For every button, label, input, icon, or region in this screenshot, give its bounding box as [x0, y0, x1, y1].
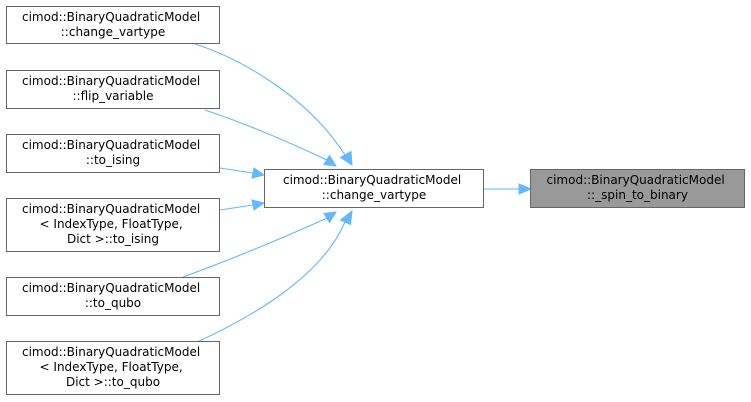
arrowhead-icon	[251, 167, 266, 179]
node-box	[264, 169, 484, 208]
edge-caller-1-to-middle	[194, 43, 346, 156]
node-line: Dict >::to_qubo	[66, 375, 160, 389]
node-box	[6, 70, 220, 109]
edge-caller-5-to-middle	[182, 217, 328, 278]
node-line: ::change_vartype	[61, 25, 165, 39]
node-line: < IndexType, FloatType,	[40, 360, 183, 374]
caller-node-4[interactable]: cimod::BinaryQuadraticModel < IndexType,…	[6, 198, 220, 252]
edge-caller-3-to-middle	[219, 167, 254, 174]
edges	[182, 43, 533, 344]
node-line: cimod::BinaryQuadraticModel	[22, 138, 200, 152]
caller-node-3[interactable]: cimod::BinaryQuadraticModel ::to_ising	[6, 134, 220, 173]
node-line: cimod::BinaryQuadraticModel	[22, 281, 200, 295]
node-line: cimod::BinaryQuadraticModel	[22, 345, 200, 359]
node-line: cimod::BinaryQuadraticModel	[22, 74, 200, 88]
node-line: ::_spin_to_binary	[587, 188, 688, 202]
svg-text:cimod::BinaryQuadraticModel: cimod::BinaryQuadraticModel ::to_qubo	[22, 281, 204, 310]
edge-caller-2-to-middle	[204, 109, 328, 161]
arrowhead-icon	[339, 150, 353, 166]
node-line: < IndexType, FloatType,	[40, 217, 183, 231]
arrowhead-icon	[251, 199, 266, 211]
caller-node-2[interactable]: cimod::BinaryQuadraticModel ::flip_varia…	[6, 70, 220, 109]
middle-node[interactable]: cimod::BinaryQuadraticModel ::change_var…	[264, 169, 484, 208]
node-line: cimod::BinaryQuadraticModel	[22, 202, 200, 216]
caller-node-5[interactable]: cimod::BinaryQuadraticModel ::to_qubo	[6, 277, 220, 316]
svg-text:cimod::BinaryQuadraticModel: cimod::BinaryQuadraticModel ::flip_varia…	[22, 74, 204, 103]
svg-text:cimod::BinaryQuadraticModel: cimod::BinaryQuadraticModel < IndexType,…	[22, 345, 204, 389]
node-line: ::change_vartype	[322, 188, 426, 202]
arrowhead-icon	[339, 209, 353, 226]
node-box	[530, 169, 745, 208]
target-node[interactable]: cimod::BinaryQuadraticModel ::_spin_to_b…	[530, 169, 745, 208]
arrowhead-icon	[323, 154, 337, 167]
node-line: ::to_qubo	[85, 296, 141, 310]
edge-caller-4-to-middle	[219, 204, 254, 211]
arrowhead-icon	[518, 183, 533, 195]
svg-text:cimod::BinaryQuadraticModel: cimod::BinaryQuadraticModel < IndexType,…	[22, 202, 204, 246]
arrowhead-icon	[323, 211, 337, 224]
node-box	[6, 134, 220, 173]
node-box	[6, 198, 220, 252]
node-line: Dict >::to_ising	[67, 232, 159, 246]
edge-caller-6-to-middle	[194, 221, 346, 344]
svg-text:cimod::BinaryQuadraticModel: cimod::BinaryQuadraticModel ::change_var…	[283, 173, 465, 202]
node-line: cimod::BinaryQuadraticModel	[283, 173, 461, 187]
node-box	[6, 277, 220, 316]
node-line: ::to_ising	[86, 153, 140, 167]
node-line: cimod::BinaryQuadraticModel	[546, 173, 724, 187]
svg-text:cimod::BinaryQuadraticModel: cimod::BinaryQuadraticModel ::change_var…	[22, 10, 204, 39]
svg-text:cimod::BinaryQuadraticModel: cimod::BinaryQuadraticModel ::_spin_to_b…	[546, 173, 728, 202]
node-box	[6, 6, 220, 44]
caller-node-1[interactable]: cimod::BinaryQuadraticModel ::change_var…	[6, 6, 220, 44]
node-line: cimod::BinaryQuadraticModel	[22, 10, 200, 24]
node-line: ::flip_variable	[72, 89, 153, 103]
node-box	[6, 341, 220, 395]
svg-text:cimod::BinaryQuadraticModel: cimod::BinaryQuadraticModel ::to_ising	[22, 138, 204, 167]
caller-node-6[interactable]: cimod::BinaryQuadraticModel < IndexType,…	[6, 341, 220, 395]
